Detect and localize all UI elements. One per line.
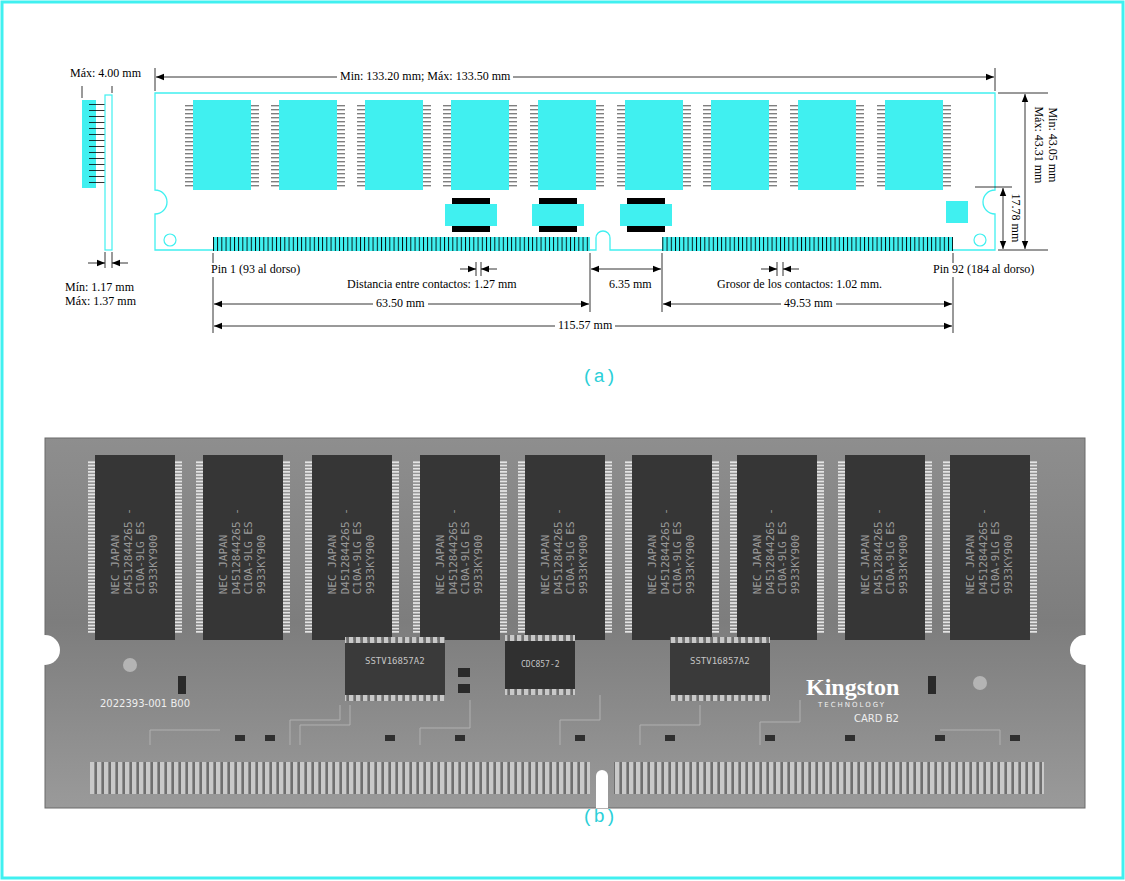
brand-subtitle: TECHNOLOGY	[818, 701, 886, 709]
pin-label: Pin 1 (93 al dorso)	[208, 263, 303, 277]
chip-marking: SSTV16857A2	[690, 656, 750, 666]
chip-marking: NEC JAPAN D4512844265 -C10A-9LG ES 9933K…	[752, 502, 803, 594]
dimension-label: Min: 43.05 mm	[1046, 107, 1060, 182]
dimension-label: Min: 133.20 mm; Máx: 133.50 mm	[337, 70, 513, 84]
chip-marking: CDC857-2	[521, 660, 560, 669]
chip-marking: NEC JAPAN D4512844265 -C10A-9LG ES 9933K…	[435, 502, 486, 594]
dimension-label: Máx: 43.31 mm	[1032, 106, 1046, 183]
chip-marking: NEC JAPAN D4512844265 -C10A-9LG ES 9933K…	[965, 502, 1016, 594]
chip-marking: NEC JAPAN D4512844265 -C10A-9LG ES 9933K…	[218, 502, 269, 594]
dimension-label: 6.35 mm	[606, 278, 655, 292]
board-marking: CARD B2	[854, 713, 899, 725]
board-marking: 2022393-001 B00	[100, 698, 190, 710]
dimension-label: 63.50 mm	[373, 297, 428, 311]
figure-label: (b)	[582, 807, 616, 829]
chip-marking: NEC JAPAN D4512844265 -C10A-9LG ES 9933K…	[540, 502, 591, 594]
figure-label: (a)	[582, 367, 616, 389]
chip-marking: NEC JAPAN D4512844265 -C10A-9LG ES 9933K…	[647, 502, 698, 594]
chip-marking: NEC JAPAN D4512844265 -C10A-9LG ES 9933K…	[860, 502, 911, 594]
dimension-label: Mín: 1.17 mm	[65, 281, 134, 295]
chip-marking: NEC JAPAN D4512844265 -C10A-9LG ES 9933K…	[327, 502, 378, 594]
pin-label: Pin 92 (184 al dorso)	[930, 263, 1037, 277]
brand-logo: Kingston	[806, 674, 899, 702]
dimension-label: 115.57 mm	[555, 319, 615, 333]
dimension-label: Distancia entre contactos: 1.27 mm	[344, 278, 520, 292]
dimension-label: 17.78 mm	[1008, 194, 1022, 243]
chip-marking: NEC JAPAN D4512844265 -C10A-9LG ES 9933K…	[110, 502, 161, 594]
dimension-label: Grosor de los contactos: 1.02 mm.	[714, 278, 885, 292]
dimension-label: Máx: 4.00 mm	[67, 67, 144, 81]
chip-marking: SSTV16857A2	[365, 656, 425, 666]
dimension-label: Máx: 1.37 mm	[65, 295, 136, 309]
dimension-label: 49.53 mm	[781, 297, 836, 311]
